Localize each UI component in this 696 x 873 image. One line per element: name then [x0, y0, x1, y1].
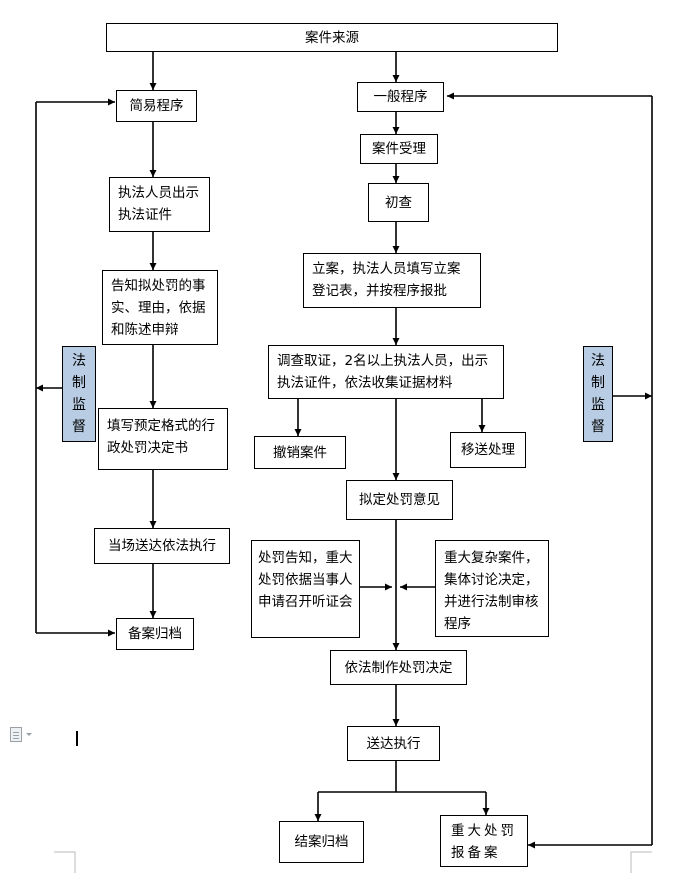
right-sup-char-3: 监 — [591, 397, 605, 413]
cancel-case-box: 撤销案件 — [254, 436, 346, 469]
chevron-down-icon[interactable] — [26, 733, 32, 736]
archive-box: 备案归档 — [116, 618, 194, 650]
right-sup-char-1: 法 — [591, 353, 605, 369]
text-cursor — [76, 731, 78, 746]
left-sup-char-1: 法 — [72, 353, 86, 369]
inform-box: 告知拟处罚的事实、理由，依据和陈述申辩 — [102, 270, 218, 345]
right-sup-char-4: 督 — [591, 419, 605, 435]
right-sup-char-2: 制 — [591, 375, 605, 391]
draft-opinion-box: 拟定处罚意见 — [346, 480, 453, 520]
case-source-box: 案件来源 — [106, 23, 558, 52]
investigate-box: 调查取证，2名以上执法人员，出示执法证件，依法收集证据材料 — [268, 345, 504, 399]
left-sup-char-3: 监 — [72, 397, 86, 413]
left-sup-char-4: 督 — [72, 419, 86, 435]
make-decision-box: 依法制作处罚决定 — [330, 650, 467, 685]
simple-procedure-box: 简易程序 — [116, 90, 197, 122]
deliver-execute-box: 送达执行 — [347, 726, 440, 761]
left-sup-char-2: 制 — [72, 375, 86, 391]
document-icon[interactable] — [10, 727, 22, 742]
fill-form-box: 填写预定格式的行政处罚决定书 — [98, 408, 228, 470]
notice-hearing-box: 处罚告知，重大处罚依据当事人申请召开听证会 — [251, 540, 360, 638]
general-procedure-box: 一般程序 — [357, 82, 444, 112]
register-box: 立案，执法人员填写立案登记表，并按程序报批 — [303, 253, 481, 308]
transfer-box: 移送处理 — [450, 432, 526, 468]
initial-check-box: 初查 — [368, 183, 429, 222]
left-supervision-box: 法 制 监 督 — [62, 346, 96, 442]
show-id-box: 执法人员出示执法证件 — [109, 177, 210, 232]
close-archive-box: 结案归档 — [279, 821, 364, 863]
page-corner-mark-left — [54, 851, 76, 873]
major-report-box: 重大处罚报备案 — [440, 815, 528, 867]
right-supervision-box: 法 制 监 督 — [583, 346, 613, 442]
page-corner-mark-right — [630, 851, 652, 873]
case-accept-box: 案件受理 — [360, 134, 438, 164]
deliver-box: 当场送达依法执行 — [94, 528, 230, 564]
complex-case-box: 重大复杂案件，集体讨论决定，并进行法制审核程序 — [435, 540, 549, 637]
